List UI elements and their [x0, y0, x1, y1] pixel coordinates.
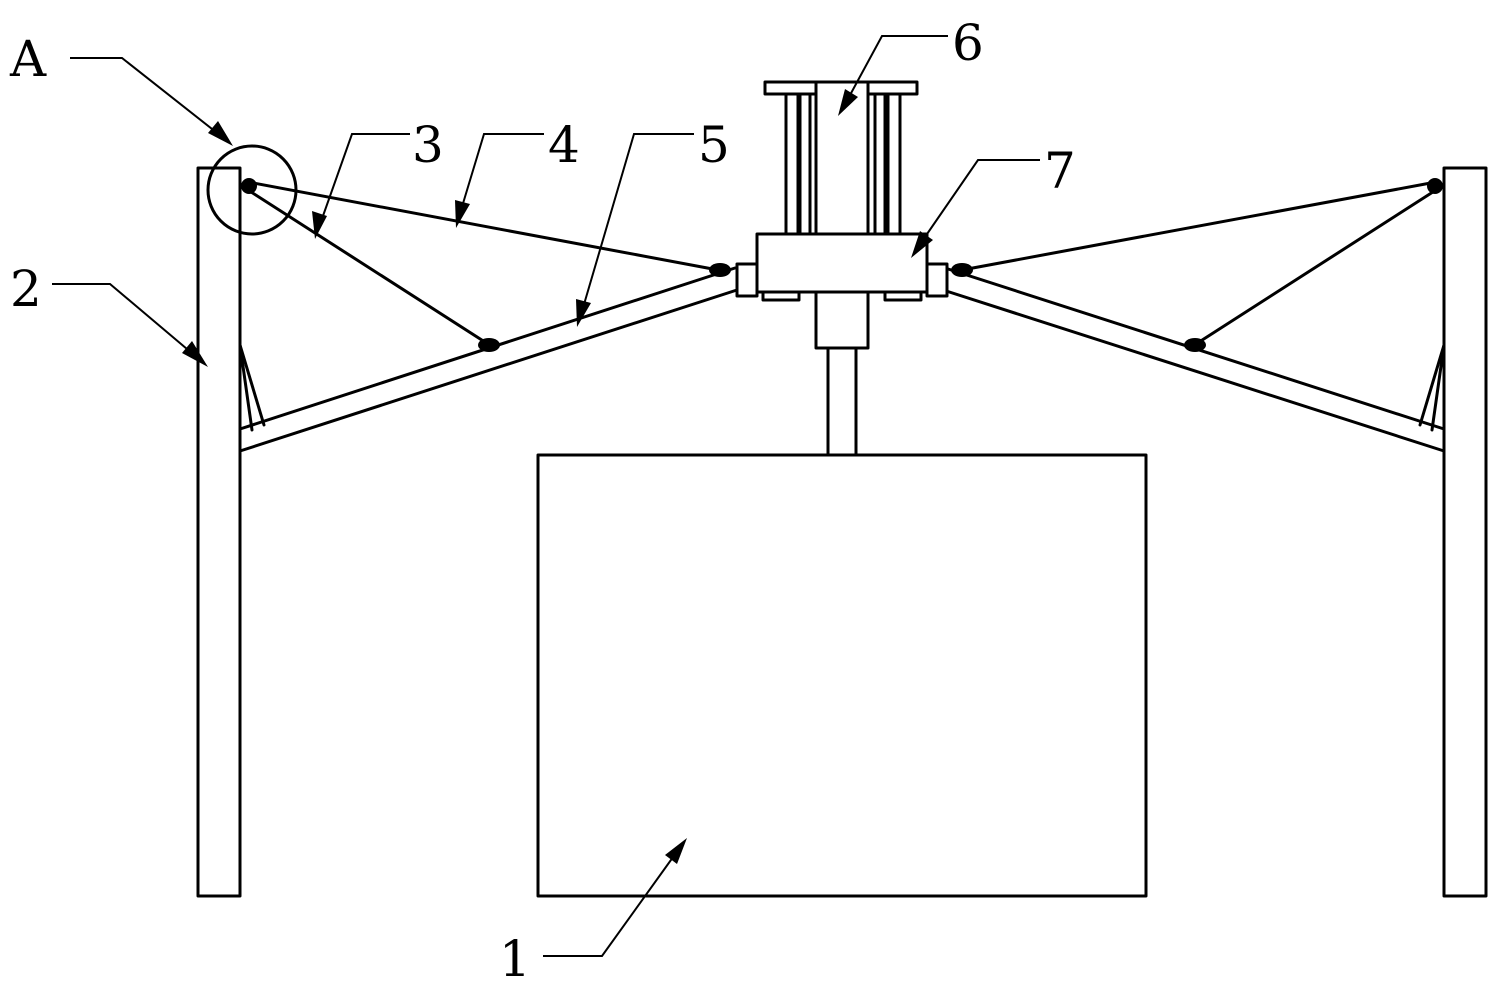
left-support-rod [246, 188, 490, 346]
label-a: A [9, 30, 47, 88]
detail-circle [206, 144, 298, 236]
left-brace [238, 343, 266, 432]
label-1: 1 [499, 930, 531, 988]
label-7: 7 [1044, 142, 1076, 200]
piston-rod [814, 290, 870, 457]
pivot-joints [241, 178, 1443, 352]
left-post [196, 166, 242, 898]
leader-lines [52, 35, 1040, 957]
left-diagonal-beam [238, 266, 742, 453]
left-tension-rope [246, 180, 720, 272]
beam-connectors [735, 262, 949, 298]
label-3: 3 [412, 116, 444, 174]
right-tension-rope [960, 180, 1438, 272]
label-4: 4 [548, 116, 580, 174]
label-6: 6 [952, 14, 984, 72]
sliding-block [755, 232, 929, 302]
label-5: 5 [698, 116, 730, 174]
right-diagonal-beam [938, 266, 1446, 453]
right-brace [1418, 343, 1446, 432]
label-2: 2 [10, 260, 42, 318]
right-support-rod [1194, 188, 1438, 346]
right-post [1442, 166, 1488, 898]
container-box [536, 453, 1148, 898]
